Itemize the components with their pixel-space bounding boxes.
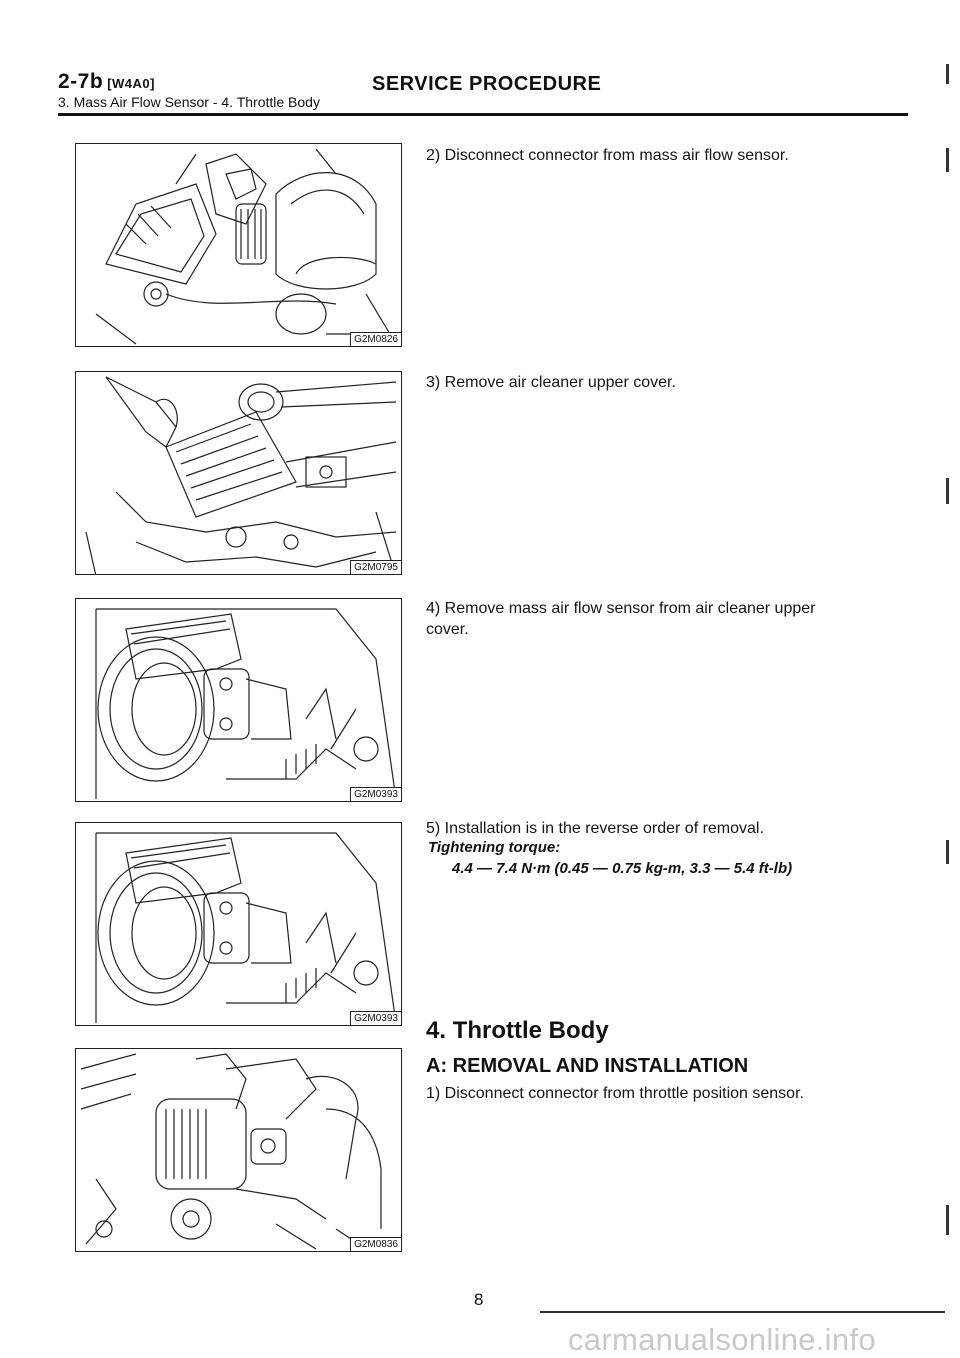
figure-mass-air-flow-sensor-2: G2M0393 xyxy=(75,822,402,1026)
torque-value: 4.4 — 7.4 N·m (0.45 — 0.75 kg-m, 3.3 — 5… xyxy=(452,860,793,877)
subsection-heading: A: REMOVAL AND INSTALLATION xyxy=(426,1055,749,1077)
air-cleaner-illustration xyxy=(85,376,397,574)
maf-sensor-illustration xyxy=(95,832,397,1024)
figure-mass-air-flow-sensor: G2M0393 xyxy=(75,598,402,802)
figure-code: G2M0393 xyxy=(350,787,401,801)
figure-air-cleaner-cover: G2M0795 xyxy=(75,371,402,575)
figure-throttle-body: G2M0836 xyxy=(75,1048,402,1252)
section-heading: 4. Throttle Body xyxy=(426,1017,609,1044)
header-rule xyxy=(58,113,908,116)
footer-rule xyxy=(540,1311,945,1313)
step-3: 3) Remove air cleaner upper cover. xyxy=(426,374,676,391)
section-title: SERVICE PROCEDURE xyxy=(372,73,602,95)
binding-mark xyxy=(946,478,949,504)
step-5: 5) Installation is in the reverse order … xyxy=(426,820,764,837)
binding-mark xyxy=(946,840,949,864)
figure-engine-bay-connector: G2M0826 xyxy=(75,143,402,347)
page-number: 8 xyxy=(474,1290,484,1309)
torque-label: Tightening torque: xyxy=(428,839,561,856)
binding-mark xyxy=(946,1205,949,1235)
page-code-tag: [W4A0] xyxy=(107,76,155,91)
throttle-body-illustration xyxy=(80,1053,382,1250)
binding-mark xyxy=(946,64,949,84)
step-4-line-2: cover. xyxy=(426,621,469,638)
step-4-line-1: 4) Remove mass air flow sensor from air … xyxy=(426,600,816,617)
binding-mark xyxy=(946,148,949,172)
figure-code: G2M0795 xyxy=(350,560,401,574)
figure-code: G2M0826 xyxy=(350,332,401,346)
breadcrumb: 3. Mass Air Flow Sensor - 4. Throttle Bo… xyxy=(58,94,320,110)
watermark: carmanualsonline.info xyxy=(568,1322,876,1357)
figure-code: G2M0393 xyxy=(350,1011,401,1025)
page-code: 2-7b[W4A0] xyxy=(58,70,155,94)
engine-bay-illustration xyxy=(95,148,397,345)
step-2: 2) Disconnect connector from mass air fl… xyxy=(426,147,789,164)
maf-sensor-illustration xyxy=(95,608,397,800)
figure-code: G2M0836 xyxy=(350,1237,401,1251)
section4-step-1: 1) Disconnect connector from throttle po… xyxy=(426,1085,804,1102)
page-code-number: 2-7b xyxy=(58,70,104,93)
